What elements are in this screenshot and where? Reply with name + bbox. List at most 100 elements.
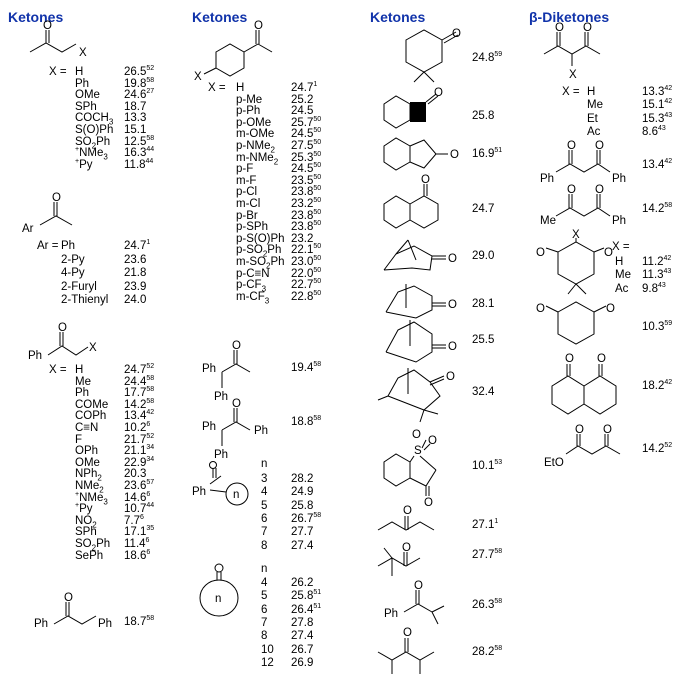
row-label: S(O)Ph: [75, 124, 114, 136]
row-value: 11.242: [642, 255, 672, 268]
svg-text:X: X: [194, 71, 202, 83]
structure-phenylacetone: O Ph Ph: [202, 340, 251, 403]
svg-text:X: X: [89, 342, 97, 354]
svg-text:O: O: [606, 303, 615, 315]
row-label: p-Ph: [236, 105, 261, 118]
svg-text:Ph: Ph: [214, 391, 228, 403]
svg-text:O: O: [575, 424, 584, 436]
row-label: 2-Furyl: [61, 280, 97, 293]
row-label: Ac: [615, 282, 629, 295]
row-value: 18.66: [124, 548, 151, 562]
svg-text:n: n: [233, 489, 239, 501]
svg-text:O: O: [254, 20, 263, 32]
structure-cycloalkanone: n: [199, 563, 239, 617]
row-label: 7: [261, 616, 268, 629]
structure-deoxybenzoin: O Ph Ph Ph: [202, 398, 268, 461]
svg-text:O: O: [421, 174, 430, 186]
ketone-value: 26.358: [472, 598, 503, 611]
svg-text:n: n: [215, 593, 221, 605]
row-value: 21.8: [124, 267, 147, 280]
row-label: 6: [261, 512, 268, 525]
row-value: 24.5: [291, 105, 314, 118]
svg-text:O: O: [450, 149, 459, 161]
svg-text:Ph: Ph: [384, 608, 398, 620]
svg-text:O: O: [448, 253, 457, 265]
row-label: SO2Ph: [75, 538, 111, 553]
row-value: 25.2: [291, 93, 314, 106]
row-label: SPh: [75, 100, 97, 113]
svg-text:X: X: [569, 69, 577, 81]
structure-phenyl-cycloalkyl-ketone: Ph n: [192, 461, 249, 506]
row-value: 25.8: [291, 499, 314, 512]
row-value: 24.550: [291, 127, 322, 141]
structure-bicyclononanone: O: [385, 320, 457, 363]
row-label: p-Br: [236, 209, 258, 222]
svg-text:O: O: [412, 429, 421, 441]
row-label: p-OMe: [236, 116, 272, 129]
structure-methyl-ketone: O X: [29, 20, 87, 59]
row-value: 15.1: [124, 124, 147, 136]
svg-text:O: O: [536, 247, 545, 259]
svg-text:O: O: [414, 580, 423, 592]
row-value: 23.250: [291, 197, 322, 210]
row-label: m-NMe2: [236, 151, 279, 166]
dibenzoylmethane-value: 13.442: [642, 158, 673, 171]
column-3-header: Ketones: [370, 9, 426, 25]
group-h-x-label: X =: [612, 241, 630, 253]
row-value: 22.150: [291, 243, 322, 257]
row-value: 10.744: [124, 502, 155, 516]
row-value: 13.3: [124, 112, 147, 125]
row-label: 8: [261, 539, 268, 552]
row-value: 23.2: [291, 232, 314, 245]
row-label: p-C≡N: [236, 267, 270, 280]
row-value: 24.0: [124, 294, 147, 307]
row-label: m-SO2Ph: [236, 256, 285, 271]
row-value: 14.66: [124, 490, 151, 504]
row-label: NPh2: [75, 468, 102, 483]
group-b-ar-label: Ar =: [37, 240, 59, 252]
svg-text:Ph: Ph: [98, 618, 112, 630]
structure-camphor: O: [377, 368, 455, 423]
row-label: p-NMe2: [236, 140, 275, 155]
svg-text:Ph: Ph: [34, 618, 48, 630]
svg-text:O: O: [452, 28, 461, 40]
group-g-x-label: X =: [562, 86, 580, 98]
structure-norbornanone: O: [383, 239, 457, 271]
row-label: COPh: [75, 410, 107, 423]
svg-text:O: O: [424, 497, 433, 509]
row-label: SPh: [75, 526, 97, 539]
ketone-value: 27.758: [472, 548, 503, 561]
row-value: 24.550: [291, 162, 322, 176]
structure-benzothiophenone-dioxide: S O O O: [383, 429, 437, 509]
svg-text:O: O: [555, 22, 564, 34]
row-label: Ph: [61, 240, 76, 252]
ketone-value: 28.1: [472, 298, 495, 310]
row-label: H: [236, 82, 245, 94]
row-label: 6: [261, 603, 268, 616]
row-label: Me: [587, 99, 603, 112]
row-label: C≡N: [75, 422, 99, 434]
row-value: 27.7: [291, 526, 314, 539]
structure-benzocyclobutenone: O: [383, 87, 443, 129]
acetoacetate-value: 14.252: [642, 442, 673, 455]
row-value: 26.2: [291, 577, 314, 589]
row-value: 24.752: [124, 363, 155, 376]
row-value: 27.4: [291, 630, 314, 643]
row-value: 17.758: [124, 386, 155, 400]
svg-text:Ph: Ph: [28, 350, 42, 362]
row-value: 21.752: [124, 432, 155, 446]
ketone-value: 25.8: [472, 110, 495, 122]
row-value: 27.4: [291, 539, 314, 552]
structure-3-pentanone: O: [377, 505, 435, 531]
row-value: 16.344: [124, 146, 155, 160]
svg-text:O: O: [428, 435, 437, 447]
svg-text:Ph: Ph: [612, 173, 626, 185]
group-c-x-label: X =: [49, 364, 67, 376]
row-value: 23.850: [291, 185, 322, 199]
svg-text:O: O: [446, 371, 455, 383]
structure-isobutyrophenone: O Ph: [384, 580, 445, 625]
dibenzyl-ketone-value: 18.758: [124, 615, 155, 628]
structure-acetylacetone: O O X: [543, 22, 601, 81]
svg-text:X: X: [572, 229, 580, 241]
row-value: 24.71: [291, 81, 318, 94]
